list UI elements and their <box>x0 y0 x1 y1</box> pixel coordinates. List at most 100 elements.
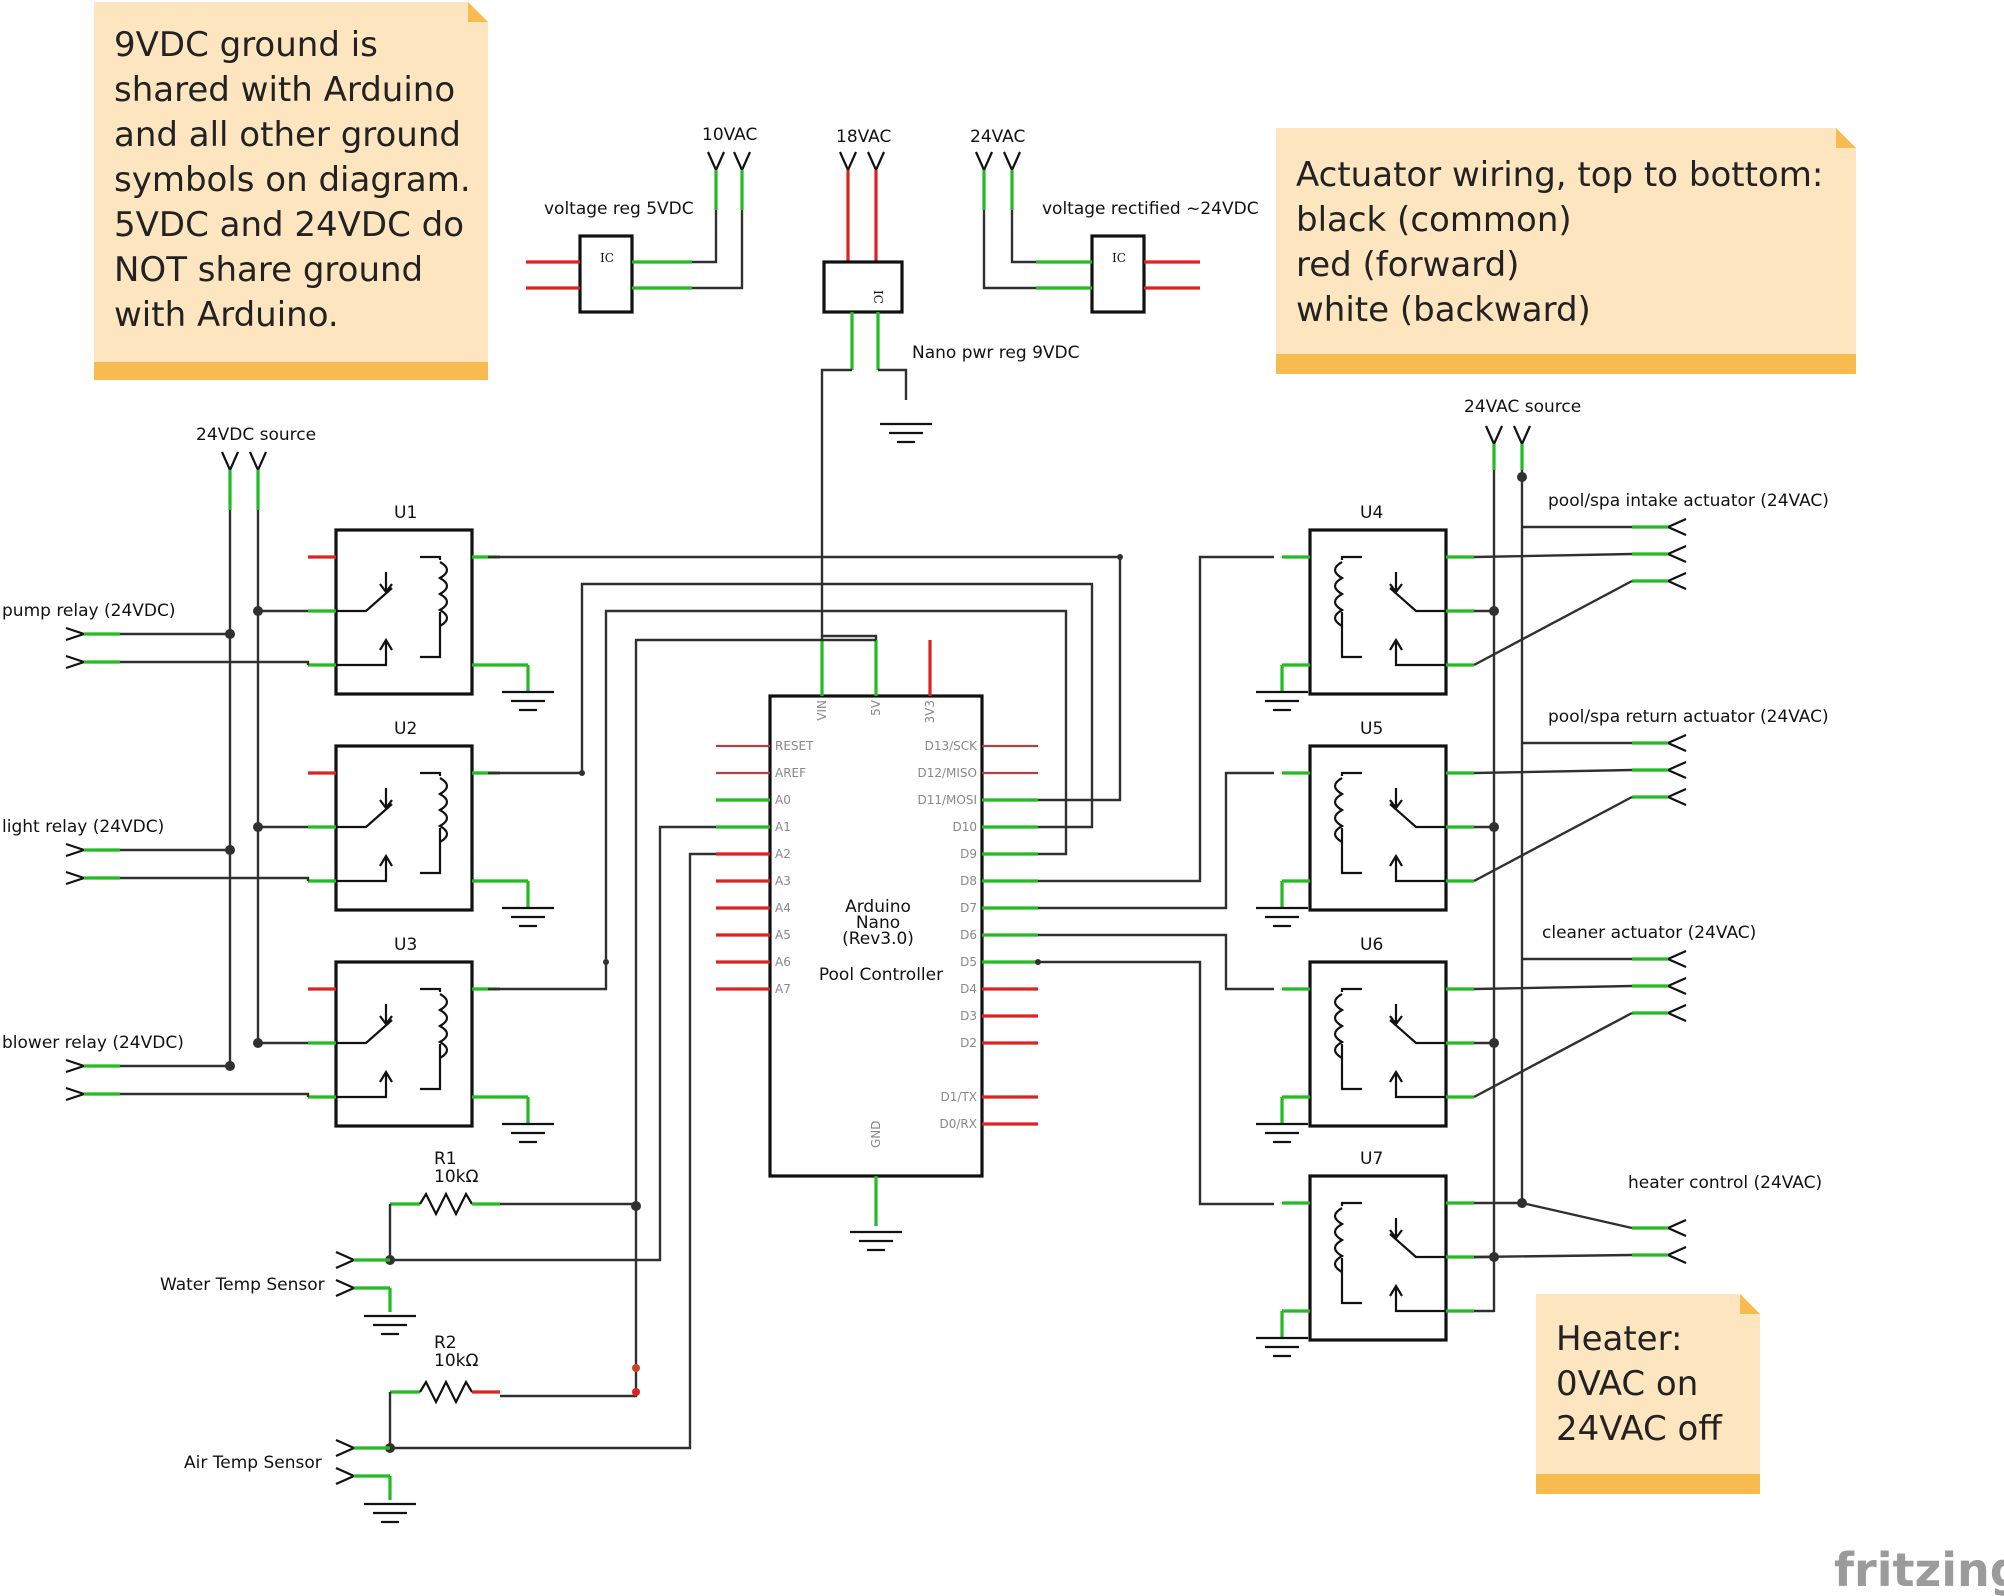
pin-d1-tx: D1/TX <box>941 1090 977 1104</box>
svg-text:R2: R2 <box>434 1333 457 1353</box>
pin-aref: AREF <box>775 766 806 780</box>
pin-d4: D4 <box>960 982 977 996</box>
voltage-rectified-24vdc: IC <box>1036 234 1200 314</box>
svg-text:R1: R1 <box>434 1149 457 1169</box>
relay-ref: U2 <box>394 719 417 739</box>
label-24vac: 24VAC <box>970 127 1025 147</box>
relay-load-label: pool/spa return actuator (24VAC) <box>1548 707 1829 727</box>
pin-a0: A0 <box>775 793 791 807</box>
voltage-reg-5vdc: IC <box>526 234 692 314</box>
relay-ref: U3 <box>394 935 417 955</box>
pin-a4: A4 <box>775 901 791 915</box>
relay-u6: U6 cleaner actuator (24VAC) <box>1280 923 1756 1128</box>
connector-10vac <box>692 151 752 290</box>
ground-symbol <box>364 1502 416 1524</box>
pin-a3: A3 <box>775 874 791 888</box>
relay-load-label: cleaner actuator (24VAC) <box>1542 923 1756 943</box>
pin-gnd: GND <box>869 1120 883 1148</box>
relay-load-label: blower relay (24VDC) <box>2 1033 184 1053</box>
pin-d6: D6 <box>960 928 977 942</box>
ground-symbol <box>502 690 554 712</box>
note-actuator: Actuator wiring, top to bottom:black (co… <box>1276 128 1856 374</box>
ground-symbol <box>502 1122 554 1144</box>
pin-d5: D5 <box>960 955 977 969</box>
relay-load-label: pump relay (24VDC) <box>2 601 176 621</box>
label-vrect24: voltage rectified ~24VDC <box>1042 199 1259 219</box>
connector-24vdc-source <box>220 451 268 1070</box>
ground-symbol <box>1256 690 1308 712</box>
label-nano-reg: Nano pwr reg 9VDC <box>912 343 1079 363</box>
water-temp-sensor: Water Temp Sensor <box>160 1250 392 1312</box>
arduino-name-3: (Rev3.0) <box>842 929 914 949</box>
label-24vdc-source: 24VDC source <box>196 425 316 445</box>
label-10vac: 10VAC <box>702 125 757 145</box>
pin-a2: A2 <box>775 847 791 861</box>
pin-d7: D7 <box>960 901 977 915</box>
connector-24vac <box>974 151 1036 290</box>
relays-right: U4 pool/spa intake actuator (24VAC) U5 pool… <box>1280 491 1829 1342</box>
relay-ref: U1 <box>394 503 417 523</box>
relays-left: U1 pump relay (24VDC) U2 light relay (24VDC… <box>2 503 530 1128</box>
pin-d8: D8 <box>960 874 977 888</box>
svg-text:10kΩ: 10kΩ <box>434 1351 478 1371</box>
ground-symbol <box>880 422 932 444</box>
pin-d3: D3 <box>960 1009 977 1023</box>
ground-symbol <box>502 906 554 928</box>
label-24vac-source: 24VAC source <box>1464 397 1581 417</box>
relay-ref: U5 <box>1360 719 1383 739</box>
arduino-name-1: Arduino <box>845 897 911 917</box>
pin-d10: D10 <box>952 820 977 834</box>
signal-wires <box>390 554 1274 1450</box>
pin-reset: RESET <box>775 739 814 753</box>
svg-text:IC: IC <box>871 290 885 304</box>
relay-ref: U6 <box>1360 935 1383 955</box>
relay-load-label: pool/spa intake actuator (24VAC) <box>1548 491 1829 511</box>
svg-text:Air Temp Sensor: Air Temp Sensor <box>184 1453 322 1473</box>
pin-3v3: 3V3 <box>923 700 937 723</box>
resistor-r2: R2 10kΩ <box>385 1333 640 1453</box>
pin-d11-mosi: D11/MOSI <box>917 793 977 807</box>
relay-u2: U2 light relay (24VDC) <box>2 719 530 912</box>
relay-load-label: heater control (24VAC) <box>1628 1173 1822 1193</box>
air-temp-sensor: Air Temp Sensor <box>184 1438 392 1500</box>
svg-text:IC: IC <box>600 251 614 265</box>
pin-5v: 5V <box>869 699 883 716</box>
connector-18vac <box>838 151 886 262</box>
arduino-title: Pool Controller <box>819 965 943 985</box>
pin-d2: D2 <box>960 1036 977 1050</box>
relay-ref: U4 <box>1360 503 1383 523</box>
pin-a7: A7 <box>775 982 791 996</box>
ground-symbol <box>1256 1336 1308 1358</box>
svg-text:Water Temp Sensor: Water Temp Sensor <box>160 1275 325 1295</box>
pin-d12-miso: D12/MISO <box>917 766 977 780</box>
svg-text:IC: IC <box>1112 251 1126 265</box>
pin-vin: VIN <box>815 700 829 721</box>
relay-ref: U7 <box>1360 1149 1383 1169</box>
pin-a1: A1 <box>775 820 791 834</box>
pin-a5: A5 <box>775 928 791 942</box>
relay-load-label: light relay (24VDC) <box>2 817 164 837</box>
relay-u1: U1 pump relay (24VDC) <box>2 503 530 696</box>
nano-pwr-reg-9vdc: IC <box>820 260 908 655</box>
label-18vac: 18VAC <box>836 127 891 147</box>
pin-a6: A6 <box>775 955 791 969</box>
fritzing-watermark: fritzing <box>1834 1543 2004 1596</box>
connector-24vac-source <box>1484 425 1532 1312</box>
arduino-name-2: Nano <box>856 913 900 933</box>
ground-symbol <box>364 1314 416 1336</box>
relay-u3: U3 blower relay (24VDC) <box>2 935 530 1128</box>
actuator-note-text: Actuator wiring, top to bottom:black (co… <box>1296 155 1823 330</box>
pin-d9: D9 <box>960 847 977 861</box>
ground-symbols <box>364 422 1308 1524</box>
ground-symbol <box>1256 906 1308 928</box>
pin-d0-rx: D0/RX <box>940 1117 977 1131</box>
ground-symbol <box>850 1230 902 1252</box>
arduino-nano: Arduino Nano (Rev3.0) Pool Controller VI… <box>716 634 1038 1226</box>
relay-u7: U7 heater control (24VAC) <box>1280 1149 1822 1342</box>
relay-u5: U5 pool/spa return actuator (24VAC) <box>1280 707 1829 912</box>
